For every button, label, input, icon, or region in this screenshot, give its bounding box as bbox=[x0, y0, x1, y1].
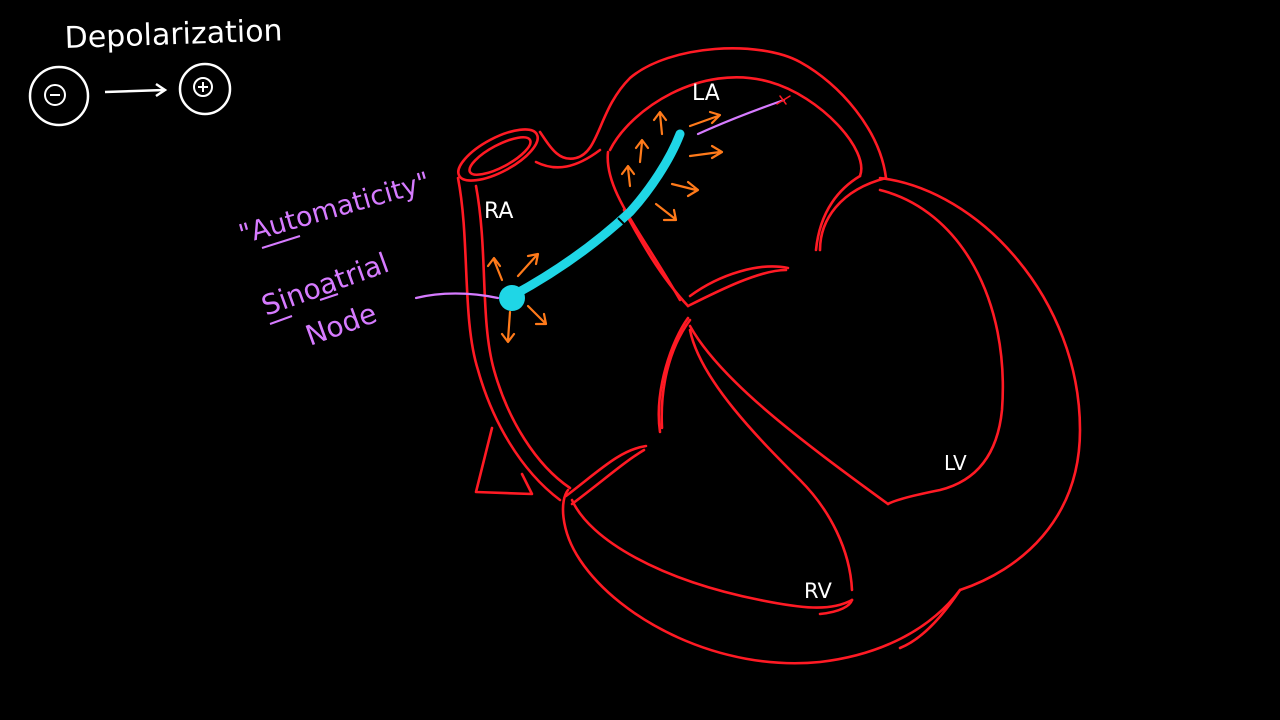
sa-node-pointer bbox=[414, 95, 791, 300]
right-atrium-label: RA bbox=[484, 199, 513, 224]
depolarization-arrow bbox=[104, 88, 165, 94]
annotations: "Automaticity" Sinoatrial Node RA LA LV … bbox=[235, 81, 967, 603]
right-ventricle-wall bbox=[570, 498, 854, 609]
right-atrium-wall bbox=[456, 176, 562, 502]
left-atrium-label: LA bbox=[692, 81, 720, 106]
negative-charge-icon bbox=[44, 84, 66, 106]
sinoatrial-node bbox=[499, 285, 525, 311]
bachmann-bundle-line bbox=[696, 98, 786, 136]
internodal-pathway bbox=[507, 129, 685, 301]
depolarization-arrows bbox=[486, 110, 724, 344]
positive-charge-icon bbox=[193, 77, 213, 97]
resting-cell-icon bbox=[28, 65, 90, 127]
automaticity-underline bbox=[261, 235, 301, 249]
right-ventricle-label: RV bbox=[804, 579, 832, 603]
inferior-vena-cava bbox=[474, 426, 534, 496]
heart-outline bbox=[456, 47, 1082, 665]
depolarization-title: Depolarization bbox=[64, 13, 283, 56]
conduction-pathway bbox=[499, 129, 685, 311]
left-ventricle-wall bbox=[561, 176, 1082, 665]
superior-vena-cava bbox=[457, 128, 539, 182]
automaticity-label: "Automaticity" bbox=[235, 167, 433, 251]
left-ventricle-label: LV bbox=[944, 451, 967, 475]
interventricular-septum bbox=[688, 324, 890, 506]
depolarized-cell-icon bbox=[178, 62, 232, 116]
depolarization-legend: Depolarization bbox=[28, 13, 283, 127]
